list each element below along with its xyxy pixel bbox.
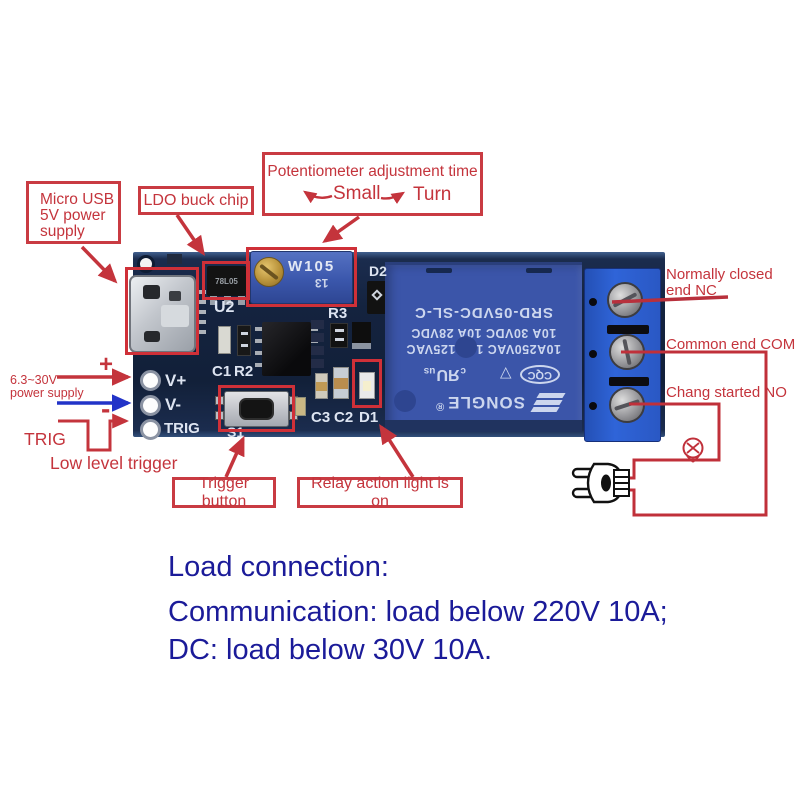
pot-label-title: Potentiometer adjustment time [267, 163, 478, 180]
pot-marking: W105 [288, 258, 336, 275]
arrow-to-usb [80, 245, 118, 284]
label-trig: TRIG [24, 429, 66, 449]
pot-label-small: Small [333, 183, 381, 204]
silk-vplus: V+ [165, 371, 187, 390]
diode-part [352, 322, 371, 349]
silk-r3: R3 [328, 305, 348, 322]
label-trigger-button: Trigger button [172, 475, 276, 510]
label-nc: Normally closed end NC [666, 266, 773, 299]
silk-c1: C1 [212, 363, 232, 380]
pad-vminus [140, 395, 161, 416]
terminal-screw-com[interactable] [609, 334, 645, 370]
label-no: Chang started NO [666, 384, 787, 401]
terminal-screw-nc[interactable] [607, 282, 643, 318]
arrow-to-pot [322, 215, 361, 244]
songle-stripes-logo [530, 391, 566, 414]
pad-vplus [140, 370, 161, 391]
silk-u2: U2 [214, 299, 235, 316]
relay-rating-ac: 10A250VAC 10A 125VAC [406, 342, 561, 356]
label-dc-range: 6.3~30V power supply [10, 373, 84, 400]
light-bulb-icon [682, 437, 704, 463]
usb-contact [169, 291, 181, 301]
ldo-leg [224, 296, 231, 305]
relay-mold-mark [455, 336, 477, 358]
relay: SONGLE ® CQC ▽ c ЯU us 10A250VAC 10A 125… [385, 262, 582, 432]
label-ldo: LDO buck chip [138, 186, 254, 215]
potentiometer-screw [254, 257, 284, 287]
ldo-chip-78l05: 78L05 [207, 266, 246, 296]
label-com: Common end COM [666, 336, 796, 353]
ul-logo: c ЯU us [423, 365, 466, 384]
button-highlight-box [218, 385, 295, 432]
silk-trig: TRIG [164, 420, 200, 437]
usb-pins [196, 290, 206, 336]
cap-c1 [218, 326, 231, 354]
footer-title: Load connection: [168, 551, 389, 583]
label-plus: + [99, 351, 114, 378]
usb-contact [144, 331, 160, 342]
silk-c3: C3 [311, 409, 331, 426]
timer-ic [262, 322, 311, 376]
footer-line-dc: DC: load below 30V 10A. [168, 634, 493, 666]
label-low-level: Low level trigger [50, 453, 178, 473]
label-potentiometer: Potentiometer adjustment time Small Turn [262, 152, 483, 216]
smd-pads [311, 320, 324, 329]
relay-mold-mark [394, 390, 416, 412]
ldo-leg [238, 296, 245, 305]
d1-highlight-box [352, 359, 382, 408]
smd-part [167, 254, 182, 264]
ldo-chip-marking: 78L05 [215, 276, 238, 286]
relay-rating-dc: 10A 30VDC 10A 28VDC [410, 326, 557, 340]
label-relay-light: Relay action light is on [297, 475, 463, 510]
silk-vminus: V- [165, 395, 182, 414]
led-d1 [359, 372, 375, 399]
relay-brand: SONGLE [447, 393, 525, 413]
res-r3 [330, 323, 348, 348]
terminal-block [584, 268, 661, 442]
silk-d1: D1 [359, 409, 379, 426]
relay-model: SRD-05VDC-SL-C [414, 304, 554, 321]
usb-contact [143, 285, 160, 299]
silk-c2: C2 [334, 409, 354, 426]
res-r2 [237, 325, 251, 356]
label-minus: - [101, 393, 111, 424]
pot-highlight-box [246, 247, 357, 307]
usb-highlight-box [125, 267, 199, 355]
label-micro-usb: Micro USB 5V power supply [26, 181, 121, 244]
diode-d2 [367, 281, 387, 314]
footer-line-ac: Communication: load below 220V 10A; [168, 596, 668, 628]
arrow-to-button [224, 435, 245, 478]
low-level-waveform [58, 413, 129, 452]
triangle-logo: ▽ [500, 365, 512, 384]
ldo-highlight-box [202, 261, 250, 300]
pad-trig [140, 419, 161, 440]
ic-pin [311, 327, 318, 331]
registered-icon: ® [436, 400, 445, 413]
trigger-button-body[interactable] [224, 391, 289, 427]
cap-c3 [315, 373, 328, 399]
pot-label-turn: Turn [413, 184, 452, 205]
usb-tongue [161, 305, 189, 327]
ldo-leg [210, 296, 217, 305]
power-plug-icon [571, 462, 630, 504]
cap-small [295, 397, 306, 416]
silk-d2: D2 [369, 263, 387, 279]
cqc-logo: CQC [519, 365, 560, 384]
cap-c2 [333, 367, 349, 399]
ic-pin [255, 327, 262, 331]
arrow-to-ldo [175, 214, 205, 256]
terminal-screw-no[interactable] [609, 387, 645, 423]
silk-r2: R2 [234, 363, 254, 380]
